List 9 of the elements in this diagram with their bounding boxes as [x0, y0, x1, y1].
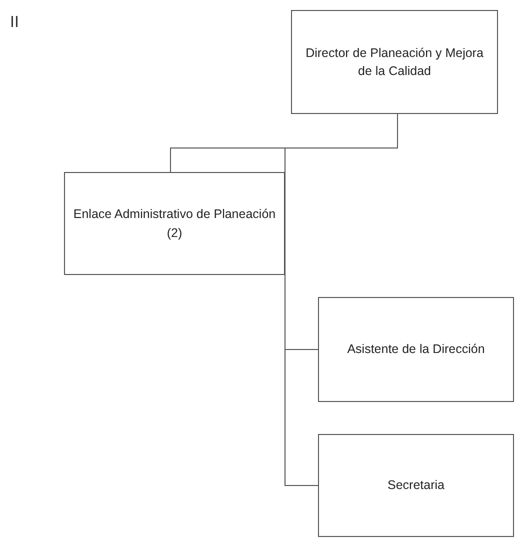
page-mark: II	[10, 14, 19, 32]
position-title: Secretaria	[388, 477, 444, 494]
org-box	[318, 434, 514, 537]
org-box	[291, 10, 498, 114]
position-title: Asistente de la Dirección	[347, 341, 485, 358]
org-box	[64, 172, 285, 275]
org-box	[318, 297, 514, 402]
position-title: Enlace Administrativo de Planeación (2)	[73, 206, 276, 242]
position-title: Director de Planeación y Mejora de la Calidad	[304, 44, 484, 80]
